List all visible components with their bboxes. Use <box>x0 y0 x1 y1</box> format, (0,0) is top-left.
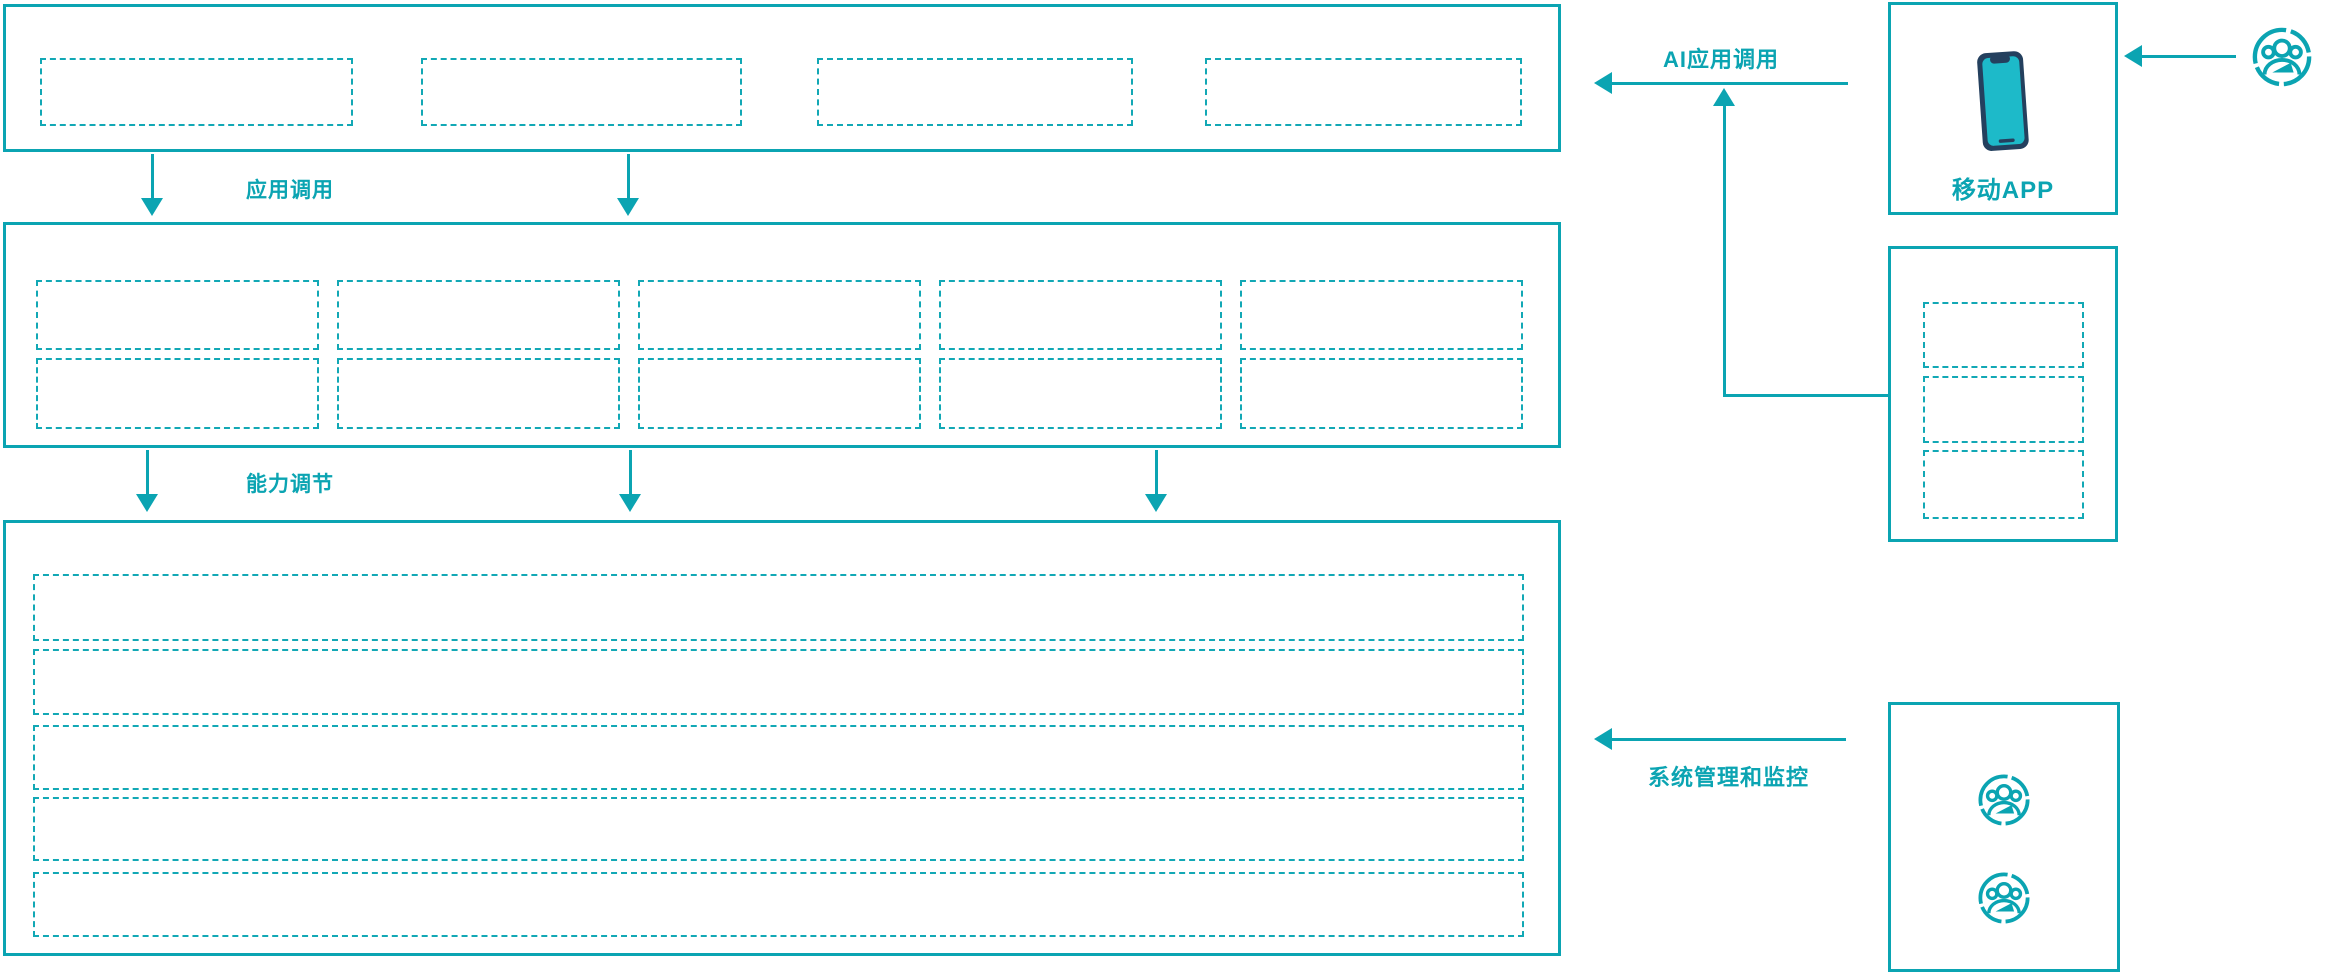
interface-slot-box <box>1923 376 2084 443</box>
user-group-icon <box>1978 872 2030 924</box>
down-arrow-line <box>146 450 149 496</box>
capability-slot-box <box>638 280 921 350</box>
left-arrow-icon <box>1594 728 1612 750</box>
user-group-icon <box>2252 27 2312 87</box>
capability-slot-box <box>36 358 319 429</box>
resource-row-box <box>33 872 1524 937</box>
interface-slot-box <box>1923 450 2084 519</box>
capability-slot-box <box>939 358 1222 429</box>
resource-row-box <box>33 574 1524 641</box>
up-arrow-icon <box>1713 88 1735 106</box>
resource-row-box <box>33 649 1524 715</box>
application-slot-box <box>1205 58 1522 126</box>
application-slot-box <box>421 58 742 126</box>
down-arrow-line <box>1155 450 1158 496</box>
capability-slot-box <box>939 280 1222 350</box>
ai-app-call-label: AI应用调用 <box>1663 47 1780 72</box>
capability-slot-box <box>337 358 620 429</box>
down-arrow-icon <box>617 198 639 216</box>
ai-app-call-arrow-line <box>1612 82 1848 85</box>
system-monitor-label: 系统管理和监控 <box>1648 765 1810 790</box>
left-arrow-icon <box>1594 72 1612 94</box>
app-call-label: 应用调用 <box>246 179 334 202</box>
down-arrow-icon <box>136 494 158 512</box>
interface-slot-box <box>1923 302 2084 368</box>
capability-slot-box <box>36 280 319 350</box>
application-slot-box <box>40 58 353 126</box>
down-arrow-line <box>627 154 630 200</box>
down-arrow-line <box>151 154 154 200</box>
interface-connector-line <box>1723 106 1726 397</box>
application-slot-box <box>817 58 1133 126</box>
capability-slot-box <box>1240 358 1523 429</box>
interface-connector-line <box>1723 394 1888 397</box>
user-group-icon <box>1978 774 2030 826</box>
capability-slot-box <box>638 358 921 429</box>
down-arrow-icon <box>619 494 641 512</box>
capability-slot-box <box>337 280 620 350</box>
resource-row-box <box>33 725 1524 790</box>
system-monitor-arrow-line <box>1612 738 1846 741</box>
mobile-phone-icon <box>1977 51 2029 151</box>
capability-slot-box <box>1240 280 1523 350</box>
down-arrow-icon <box>141 198 163 216</box>
capability-adjust-label: 能力调节 <box>246 473 334 496</box>
down-arrow-icon <box>1145 494 1167 512</box>
down-arrow-line <box>629 450 632 496</box>
admin-users-box <box>1888 702 2120 972</box>
left-arrow-icon <box>2124 45 2142 67</box>
mobile-app-label: 移动APP <box>1951 177 2055 204</box>
user-to-app-arrow-line <box>2142 55 2236 58</box>
resource-row-box <box>33 797 1524 861</box>
